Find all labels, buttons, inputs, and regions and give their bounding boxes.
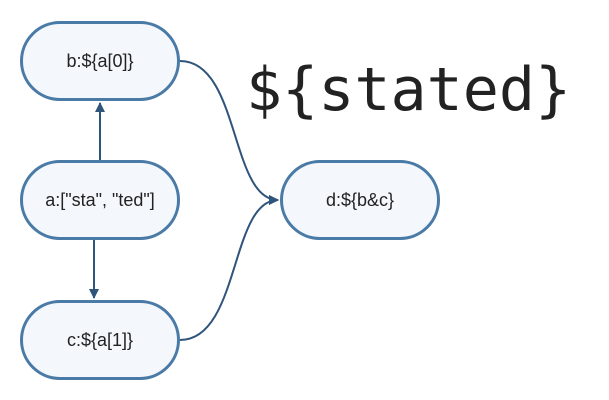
edge-c-to-d xyxy=(179,195,279,341)
node-d-label: d:${b&c} xyxy=(325,189,395,210)
node-c[interactable]: c:${a[1]} xyxy=(20,300,180,380)
node-b[interactable]: b:${a[0]} xyxy=(20,21,180,101)
diagram-title: ${stated} xyxy=(246,55,572,125)
node-b-label: b:${a[0]} xyxy=(66,50,134,71)
node-c-label: c:${a[1]} xyxy=(66,329,134,350)
node-d[interactable]: d:${b&c} xyxy=(280,160,440,240)
node-a[interactable]: a:["sta", "ted"] xyxy=(20,160,180,240)
node-a-label: a:["sta", "ted"] xyxy=(45,189,155,210)
edge-b-to-d xyxy=(179,60,279,205)
